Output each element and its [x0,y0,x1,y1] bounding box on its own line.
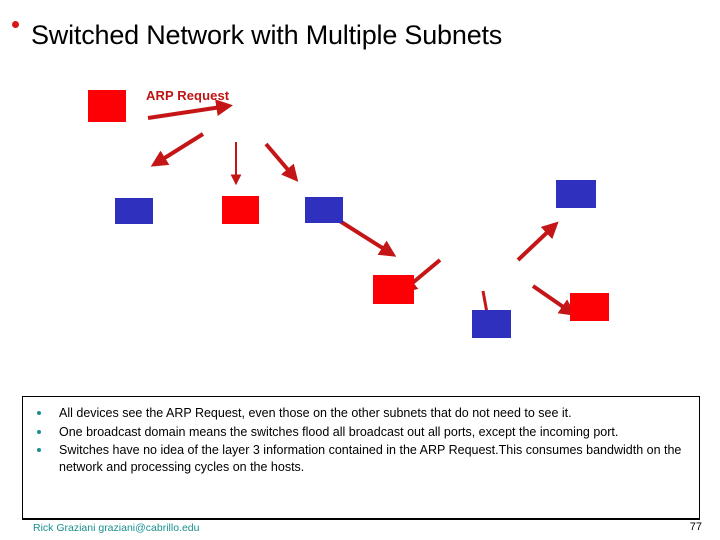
bullet-text: One broadcast domain means the switches … [59,424,619,439]
bullet-item: Switches have no idea of the layer 3 inf… [23,442,693,475]
bullet-dot-icon [37,411,41,415]
bullet-item: All devices see the ARP Request, even th… [23,405,693,422]
arrow-down-right-1 [264,142,299,182]
host-node-source-host [88,90,126,122]
network-diagram: ARP Request [0,78,720,378]
bullet-text: Switches have no idea of the layer 3 inf… [59,443,682,474]
host-node-host-5 [556,180,596,208]
host-node-host-2 [115,198,153,224]
bullet-dot-icon [37,429,41,434]
slide-bullet-dot-icon [12,21,19,28]
host-node-host-3 [222,196,259,224]
host-node-host-7 [472,310,511,338]
bullet-text-box: All devices see the ARP Request, even th… [22,396,700,519]
footer-author: Rick Graziani graziani@cabrillo.edu [33,522,200,534]
diagram-arrows-layer [147,99,577,328]
arp-request-label: ARP Request [146,88,230,103]
bullet-dot-icon [37,448,41,452]
arrow-down-left [150,132,205,167]
page-title: Switched Network with Multiple Subnets [31,20,503,50]
bullet-item: One broadcast domain means the switches … [23,424,693,441]
host-node-host-6 [373,275,414,304]
host-node-host-4 [305,197,343,223]
arrow-to-right [147,99,233,120]
footer-page-number: 77 [689,521,702,533]
host-node-host-8 [570,293,609,321]
footer-divider [22,519,700,520]
arrow-up-right [516,221,559,262]
bullet-text: All devices see the ARP Request, even th… [59,406,572,420]
bullet-list: All devices see the ARP Request, even th… [23,397,699,475]
arrow-down-right-3 [531,284,577,316]
arrow-group [147,99,577,328]
arrow-down-right-2 [333,216,397,257]
